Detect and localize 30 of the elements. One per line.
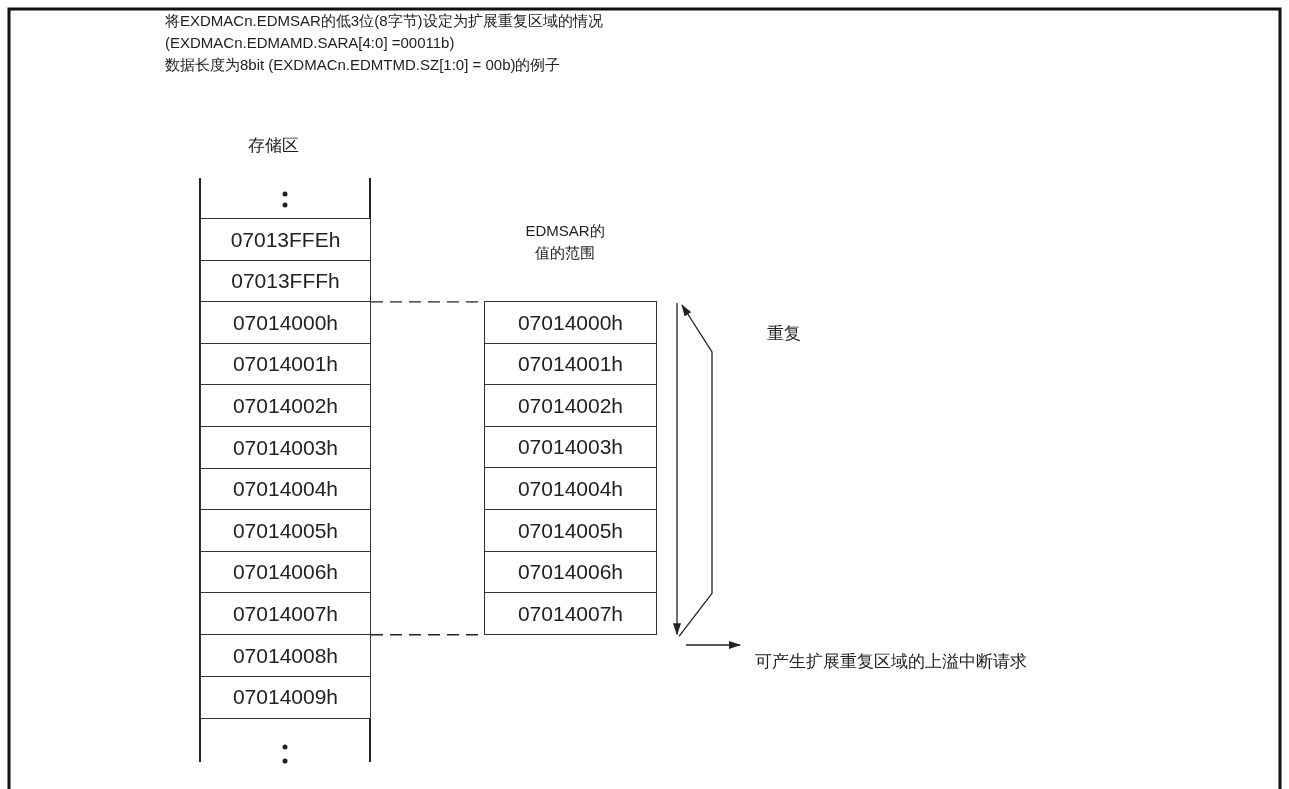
arrow — [673, 302, 681, 636]
address-cell: 07014007h — [484, 592, 657, 636]
arrow — [685, 641, 741, 649]
arrow — [678, 304, 713, 637]
loop-label: 重复 — [767, 323, 801, 345]
title-line: (EXDMACn.EDMAMD.SARA[4:0] =00011b) — [165, 34, 455, 51]
address-cell: 07014000h — [484, 301, 657, 345]
column-heading: 存储区 — [248, 135, 299, 157]
address-cell: 07014004h — [484, 467, 657, 511]
title-line: 将EXDMACn.EDMSAR的低3位(8字节)设定为扩展重复区域的情况 — [165, 12, 603, 31]
address-cell: 07014001h — [200, 342, 371, 386]
address-cell: 07014001h — [484, 342, 657, 386]
address-cell: 07014009h — [200, 675, 371, 719]
address-cell: 07014003h — [200, 426, 371, 470]
address-cell: 07014002h — [200, 384, 371, 428]
address-cell: 07014008h — [200, 634, 371, 678]
title-line: 数据长度为8bit (EXDMACn.EDMTMD.SZ[1:0] = 00b)的例子 — [165, 56, 561, 75]
address-cell: 07014005h — [484, 509, 657, 553]
address-cell: 07014007h — [200, 592, 371, 636]
address-cell: 07013FFEh — [200, 218, 371, 262]
note-text: 可产生扩展重复区域的上溢中断请求 — [755, 650, 1027, 673]
address-cell: 07014004h — [200, 467, 371, 511]
column-heading: EDMSAR的值的范围 — [524, 221, 606, 263]
address-cell: 07014002h — [484, 384, 657, 428]
address-cell: 07014006h — [200, 550, 371, 594]
address-cell: 07014005h — [200, 509, 371, 553]
address-cell: 07014003h — [484, 425, 657, 469]
address-cell: 07014000h — [200, 301, 371, 345]
address-cell: 07013FFFh — [200, 259, 371, 303]
address-cell: 07014006h — [484, 550, 657, 594]
